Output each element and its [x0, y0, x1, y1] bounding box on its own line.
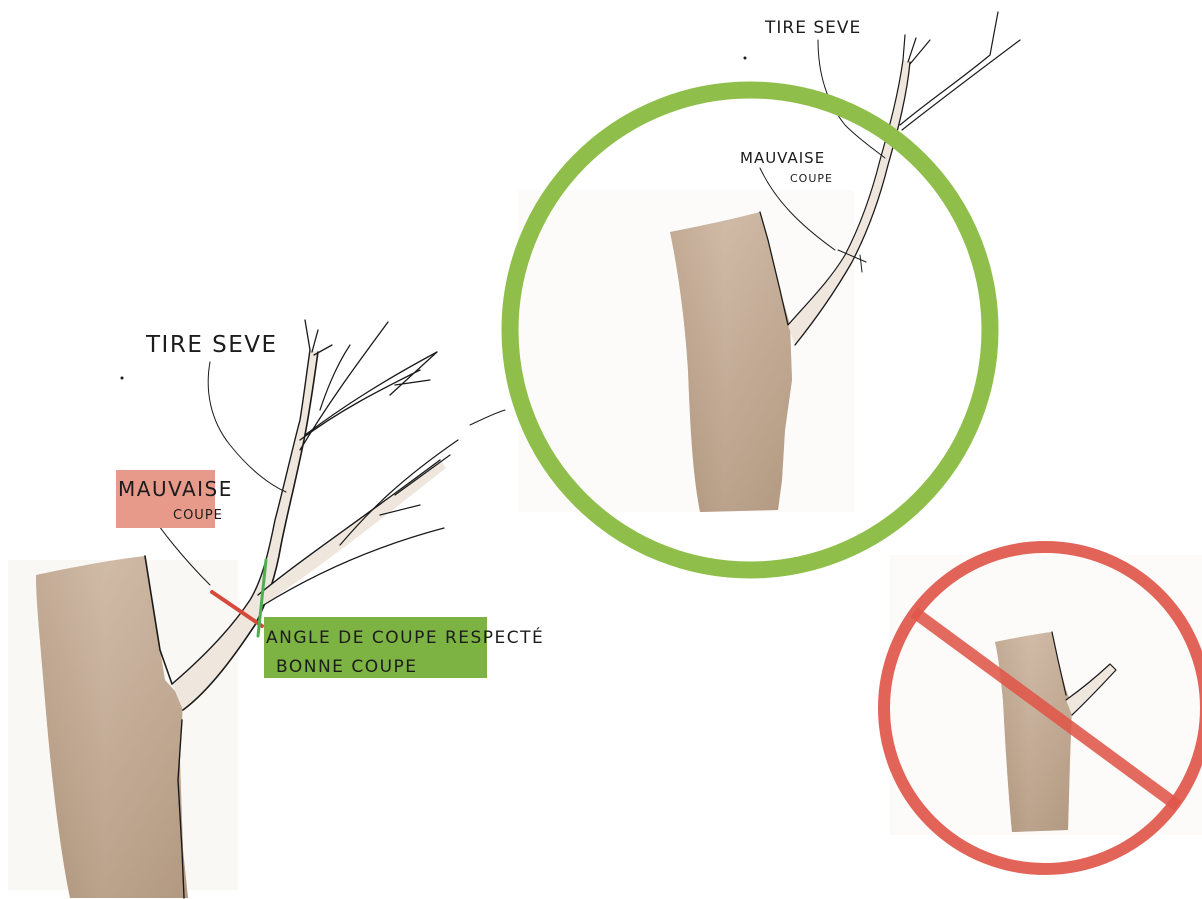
bad-example	[884, 547, 1202, 869]
main-tire-seve-label: TIRE SEVE	[145, 332, 278, 358]
angle-respecte-label: ANGLE DE COUPE RESPECTÉ	[266, 626, 544, 648]
good-example	[510, 12, 1020, 570]
main-coupe-label: COUPE	[173, 508, 223, 523]
bonne-coupe-label: BONNE COUPE	[276, 657, 418, 677]
main-mauvaise-label: MAUVAISE	[118, 477, 233, 501]
good-mauvaise-label: MAUVAISE	[740, 149, 825, 167]
good-coupe-label: COUPE	[790, 172, 833, 185]
main-tree-illustration	[8, 320, 505, 898]
good-tire-seve-label: TIRE SEVE	[764, 18, 861, 38]
